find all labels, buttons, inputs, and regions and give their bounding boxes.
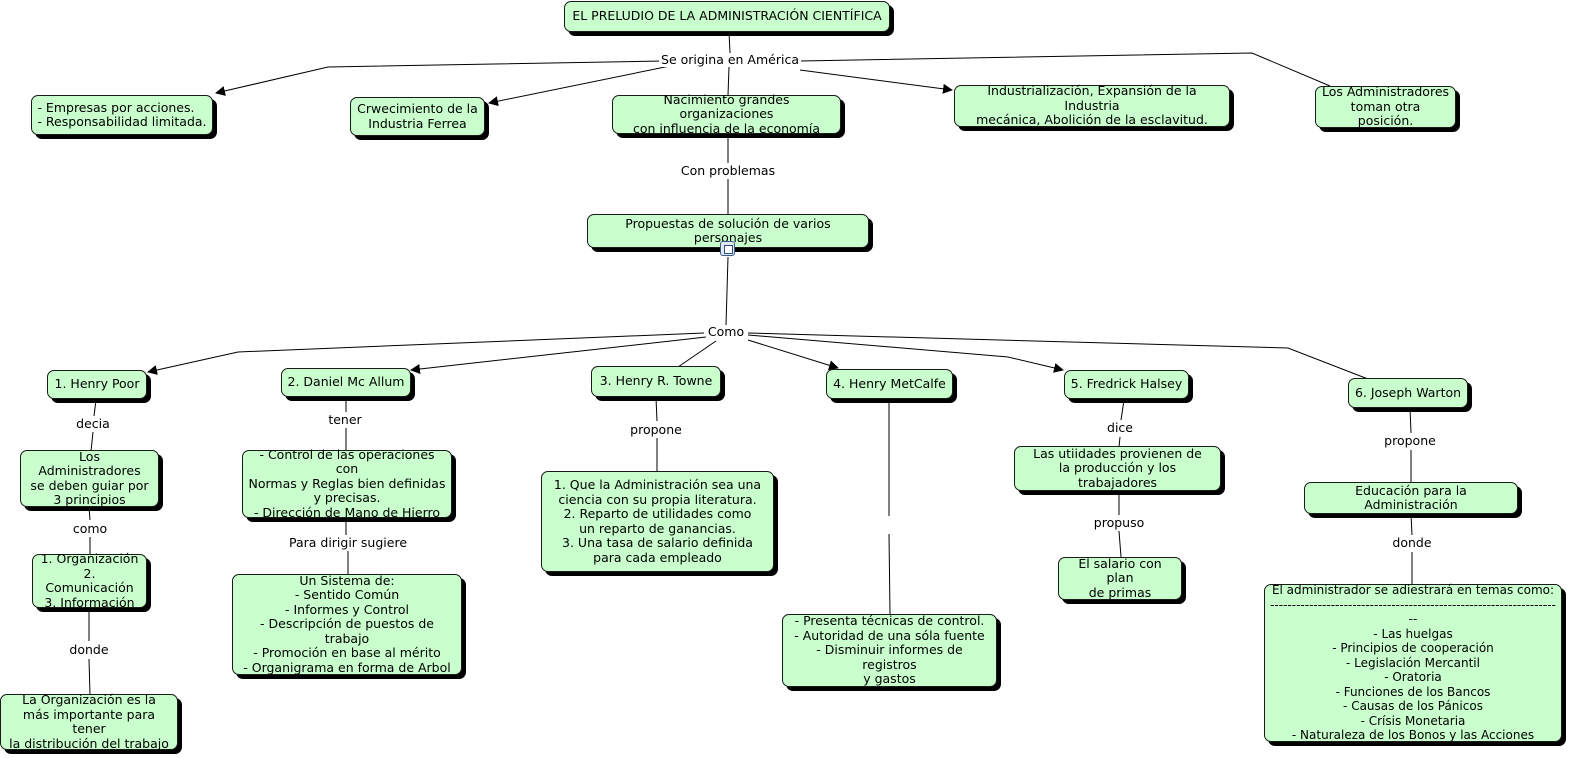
line-to-nacimiento	[727, 66, 730, 96]
line-propuestas-como	[725, 256, 729, 326]
node-mcallum-sistema[interactable]: Un Sistema de: - Sentido Común - Informe…	[232, 572, 462, 675]
arrow-to-halsey	[747, 334, 1064, 373]
node-halsey-salario[interactable]: El salario con plan de primas	[1058, 555, 1182, 600]
node-warton-temas[interactable]: El administrador se adiestrará en temas …	[1264, 583, 1562, 743]
arrow-to-empresas	[215, 60, 664, 96]
node-towne-proposals[interactable]: 1. Que la Administración sea una ciencia…	[541, 471, 774, 572]
node-industrializacion[interactable]: Industrialización, Expansión de la Indus…	[954, 83, 1230, 128]
node-poor-list[interactable]: 1. Organización 2. Comunicación 3. Infor…	[32, 551, 147, 610]
node-henry-poor[interactable]: 1. Henry Poor	[47, 370, 147, 399]
node-joseph-warton-text: 6. Joseph Warton	[1354, 384, 1462, 400]
node-metcalfe-techniques-text: - Presenta técnicas de control. - Autori…	[794, 613, 985, 687]
node-ferrea[interactable]: Crwecimiento de la Industria Ferrea	[350, 97, 485, 136]
node-henry-metcalfe[interactable]: 4. Henry MetCalfe	[826, 369, 953, 399]
arrow-to-mcallum	[410, 336, 707, 374]
node-empresas[interactable]: - Empresas por acciones. - Responsabilid…	[31, 95, 213, 135]
arrow-to-poor	[147, 332, 705, 375]
node-towne-proposals-text: 1. Que la Administración sea una ciencia…	[553, 477, 762, 565]
arrow-to-industrializacion	[799, 69, 953, 94]
node-halsey-utilidades[interactable]: Las utiidades provienen de la producción…	[1014, 446, 1221, 491]
node-title-text: EL PRELUDIO DE LA ADMINISTRACIÓN CIENTÍF…	[572, 8, 882, 24]
arrow-to-ferrea	[488, 65, 671, 107]
link-label-origin: Se origina en América	[659, 52, 801, 67]
concept-map-node-icon[interactable]	[720, 241, 735, 256]
node-poor-note-text: La Organización es la más importante par…	[9, 692, 169, 751]
node-daniel-mcallum-text: 2. Daniel Mc Allum	[287, 374, 405, 390]
link-label-problems: Con problemas	[678, 163, 778, 178]
link-label-propuso: propuso	[1091, 515, 1147, 530]
node-fredrick-halsey-text: 5. Fredrick Halsey	[1070, 376, 1183, 392]
line-to-warton	[747, 332, 1369, 380]
link-label-decia: decia	[74, 416, 112, 431]
link-label-dice: dice	[1105, 420, 1135, 435]
node-henry-metcalfe-text: 4. Henry MetCalfe	[833, 375, 946, 391]
line-title-origin	[728, 31, 731, 54]
node-industrializacion-text: Industrialización, Expansión de la Indus…	[976, 83, 1208, 128]
node-nacimiento[interactable]: Nacimiento grandes organizaciones con in…	[612, 91, 841, 136]
node-poor-list-text: 1. Organización 2. Comunicación 3. Infor…	[40, 551, 139, 610]
arrow-to-metcalfe	[747, 339, 839, 371]
link-label-propone-warton: propone	[1382, 433, 1438, 448]
node-empresas-text: - Empresas por acciones. - Responsabilid…	[37, 99, 207, 129]
node-henry-poor-text: 1. Henry Poor	[54, 376, 140, 392]
link-label-como: Como	[705, 324, 747, 339]
node-metcalfe-techniques[interactable]: - Presenta técnicas de control. - Autori…	[782, 614, 997, 687]
node-joseph-warton[interactable]: 6. Joseph Warton	[1348, 378, 1468, 408]
node-fredrick-halsey[interactable]: 5. Fredrick Halsey	[1064, 370, 1189, 399]
node-administradores[interactable]: Los Administradores toman otra posición.	[1315, 84, 1456, 129]
node-poor-principles[interactable]: Los Administradores se deben guiar por 3…	[20, 448, 159, 507]
node-poor-note[interactable]: La Organización es la más importante par…	[0, 692, 178, 751]
node-henry-towne-text: 3. Henry R. Towne	[599, 373, 713, 389]
node-daniel-mcallum[interactable]: 2. Daniel Mc Allum	[281, 368, 411, 397]
node-administradores-text: Los Administradores toman otra posición.	[1321, 84, 1450, 129]
line-to-administradores	[799, 52, 1331, 87]
link-label-propone-towne: propone	[628, 422, 684, 437]
node-warton-educacion-text: Educación para la Administración	[1355, 482, 1467, 512]
node-title[interactable]: EL PRELUDIO DE LA ADMINISTRACIÓN CIENTÍF…	[564, 1, 890, 32]
node-nacimiento-text: Nacimiento grandes organizaciones con in…	[633, 91, 820, 136]
link-label-tener: tener	[326, 412, 364, 427]
node-mcallum-control[interactable]: - Control de las operaciones con Normas …	[242, 446, 452, 520]
node-poor-principles-text: Los Administradores se deben guiar por 3…	[30, 448, 149, 507]
node-warton-educacion[interactable]: Educación para la Administración	[1304, 482, 1518, 514]
link-label-donde-poor: donde	[67, 642, 111, 657]
node-henry-towne[interactable]: 3. Henry R. Towne	[591, 366, 721, 397]
node-warton-temas-text: El administrador se adiestrará en temas …	[1270, 583, 1556, 743]
node-halsey-salario-text: El salario con plan de primas	[1078, 555, 1162, 600]
line-to-towne	[677, 340, 717, 368]
node-ferrea-text: Crwecimiento de la Industria Ferrea	[357, 101, 478, 131]
node-mcallum-sistema-text: Un Sistema de: - Sentido Común - Informe…	[243, 572, 451, 675]
node-halsey-utilidades-text: Las utiidades provienen de la producción…	[1033, 445, 1202, 490]
link-label-sugiere: Para dirigir sugiere	[286, 535, 410, 550]
link-label-como-principles: como	[70, 521, 110, 536]
link-label-donde-warton: donde	[1390, 535, 1434, 550]
node-mcallum-control-text: - Control de las operaciones con Normas …	[248, 446, 446, 520]
node-propuestas-text: Propuestas de solución de varios persona…	[625, 215, 831, 245]
